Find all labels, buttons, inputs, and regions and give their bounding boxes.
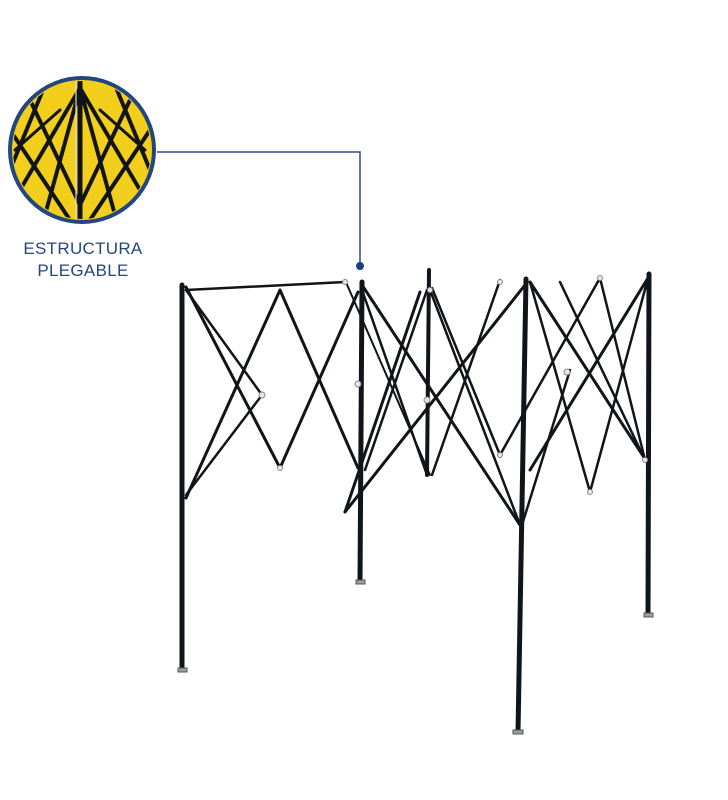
feature-caption: ESTRUCTURA PLEGABLE	[8, 238, 158, 282]
scissor-truss-left-back	[184, 280, 429, 477]
frame-legs	[179, 268, 652, 735]
folding-frame-closeup-icon	[8, 76, 156, 224]
caption-line-2: PLEGABLE	[37, 261, 129, 280]
folding-canopy-frame	[177, 268, 654, 735]
callout-dot	[356, 262, 364, 270]
scissor-truss-right	[520, 276, 650, 527]
caption-line-1: ESTRUCTURA	[23, 239, 143, 258]
pivot-joints	[258, 275, 648, 495]
callout-connector	[157, 151, 364, 270]
scissor-truss-back	[430, 276, 649, 494]
scissor-truss-front-left	[184, 285, 360, 500]
